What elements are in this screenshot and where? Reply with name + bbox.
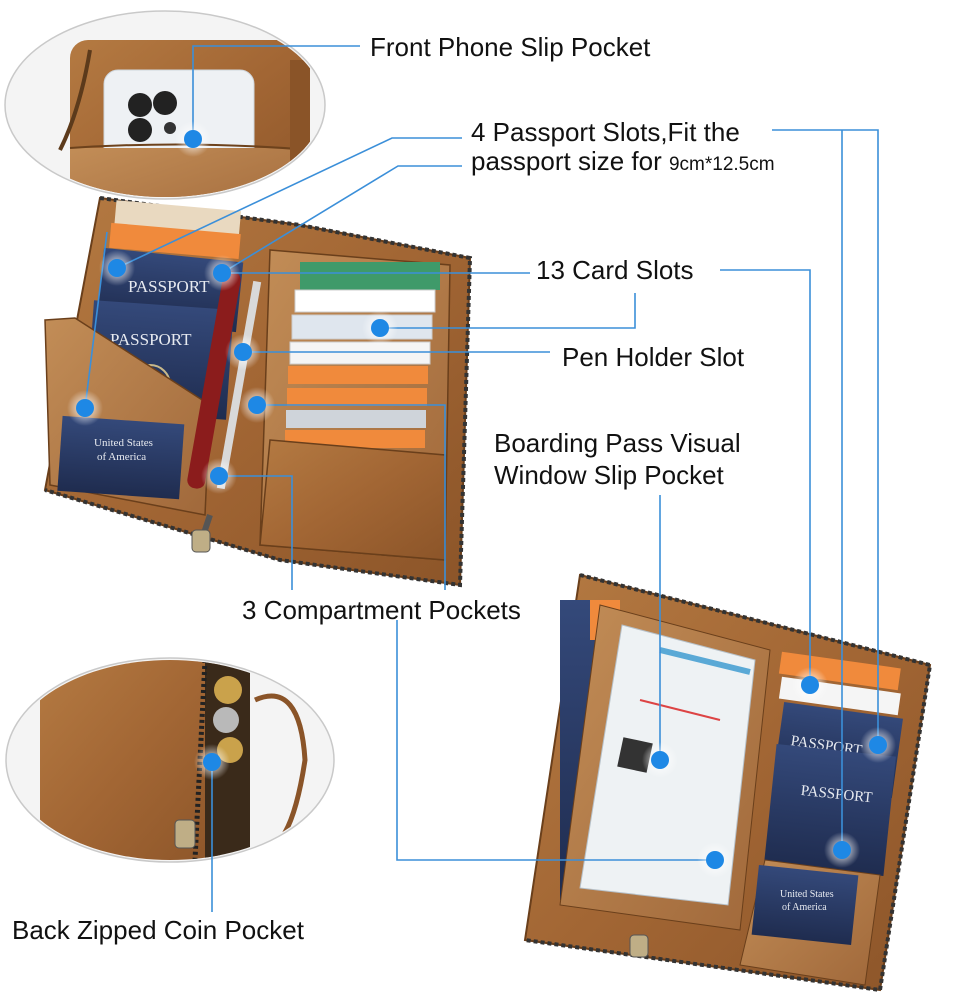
label-boarding-line1: Boarding Pass Visual — [494, 428, 741, 458]
label-compartments: 3 Compartment Pockets — [242, 595, 521, 625]
label-front-phone: Front Phone Slip Pocket — [370, 32, 651, 62]
marker-passport-4 — [860, 727, 896, 763]
label-passport-line2: passport size for — [471, 146, 669, 176]
marker-compartment-1 — [239, 387, 275, 423]
label-pen-holder: Pen Holder Slot — [562, 342, 745, 372]
marker-passport-5 — [824, 832, 860, 868]
left-passport-stack: PASSPORT PASSPORT United States of Ameri… — [44, 200, 244, 516]
label-passport-line1: 4 Passport Slots,Fit the — [471, 117, 740, 147]
passport-text-4: PASSPORT — [800, 783, 873, 806]
passport-text-2: PASSPORT — [110, 330, 192, 349]
marker-pen — [225, 334, 261, 370]
label-passport-line2-wrap: passport size for 9cm*12.5cm — [471, 146, 775, 180]
marker-boarding — [642, 742, 678, 778]
marker-compartment-3 — [697, 842, 733, 878]
usa-text-2: of America — [97, 451, 146, 463]
marker-card — [362, 310, 398, 346]
marker-passport-1 — [99, 250, 135, 286]
marker-coin — [194, 744, 230, 780]
marker-passport-3 — [67, 390, 103, 426]
usa-text-3: United States — [780, 889, 834, 900]
usa-text-1: United States — [94, 437, 153, 449]
marker-phone — [175, 121, 211, 157]
label-card-slots: 13 Card Slots — [536, 255, 694, 285]
label-coin-pocket: Back Zipped Coin Pocket — [12, 915, 304, 945]
usa-text-4: of America — [782, 902, 827, 913]
passport-text-1: PASSPORT — [128, 277, 210, 296]
pen — [187, 271, 262, 490]
marker-passport-2 — [204, 255, 240, 291]
marker-compartment-2 — [201, 458, 237, 494]
phone-pocket-closeup — [4, 10, 326, 200]
label-passport-size: 9cm*12.5cm — [668, 154, 775, 175]
coin-pocket-closeup — [5, 657, 335, 863]
markers — [67, 121, 896, 878]
right-passport-cards: PASSPORT PASSPORT United States of Ameri… — [739, 651, 903, 986]
label-boarding-line2: Window Slip Pocket — [494, 460, 724, 490]
wallet-open-secondary: PASSPORT PASSPORT United States of Ameri… — [523, 573, 933, 993]
marker-card-2 — [792, 667, 828, 703]
